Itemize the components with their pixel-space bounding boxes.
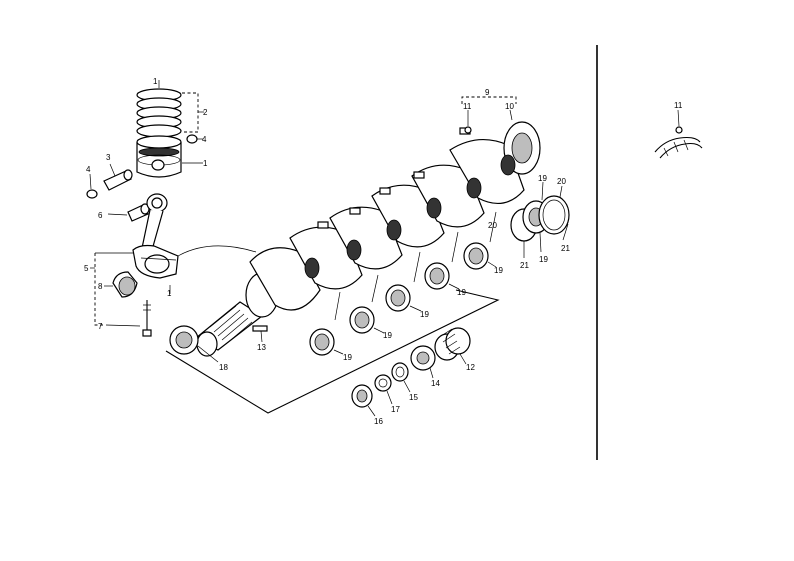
- label-15: 15: [409, 393, 418, 402]
- label-10: 10: [505, 102, 514, 111]
- label-5: 5: [84, 264, 89, 273]
- label-19-thrust-bottom: 19: [539, 255, 548, 264]
- label-1-top: 1: [153, 77, 158, 86]
- label-4-right: 4: [202, 135, 207, 144]
- detail-view: [654, 109, 703, 159]
- label-8: 8: [98, 282, 103, 291]
- label-1-rod: 1: [167, 289, 172, 298]
- label-13: 13: [257, 343, 266, 352]
- label-20-left: 20: [488, 221, 497, 230]
- label-19-b: 19: [457, 288, 466, 297]
- label-20-top: 20: [557, 177, 566, 186]
- label-7: 7: [98, 322, 103, 331]
- label-18: 18: [219, 363, 228, 372]
- key: [252, 325, 268, 332]
- label-19-thrust-top: 19: [538, 174, 547, 183]
- label-11-left: 11: [463, 102, 472, 111]
- connecting-rod: [132, 193, 179, 279]
- label-16: 16: [374, 417, 383, 426]
- label-14: 14: [431, 379, 440, 388]
- conrod-bearing-shell: [112, 271, 138, 298]
- label-4-left: 4: [86, 165, 91, 174]
- label-2: 2: [203, 108, 208, 117]
- label-19-a: 19: [494, 266, 503, 275]
- label-17: 17: [391, 405, 400, 414]
- ring: [374, 374, 392, 392]
- crankshaft: [194, 121, 541, 357]
- label-19-e: 19: [343, 353, 352, 362]
- piston-ring-stack: [136, 88, 182, 138]
- label-3: 3: [106, 153, 111, 162]
- label-12: 12: [466, 363, 475, 372]
- label-1-piston: 1: [203, 159, 208, 168]
- front-seal: [169, 325, 199, 355]
- pin-clip-right: [186, 134, 198, 144]
- conrod-bolt: [142, 300, 152, 337]
- piston: [136, 135, 182, 178]
- label-21-right: 21: [561, 244, 570, 253]
- thrust-ring-assembly: [510, 195, 570, 242]
- small-end-bushing: [127, 203, 150, 222]
- pin-clip-left: [86, 189, 98, 199]
- label-6: 6: [98, 211, 103, 220]
- label-11-detail: 11: [674, 101, 683, 110]
- label-21-left: 21: [520, 261, 529, 270]
- washer: [391, 362, 409, 382]
- piston-pin: [103, 169, 133, 191]
- main-bearings: [309, 242, 489, 356]
- label-19-d: 19: [383, 331, 392, 340]
- label-19-c: 19: [420, 310, 429, 319]
- label-9: 9: [485, 88, 490, 97]
- needle-bearing: [434, 327, 471, 361]
